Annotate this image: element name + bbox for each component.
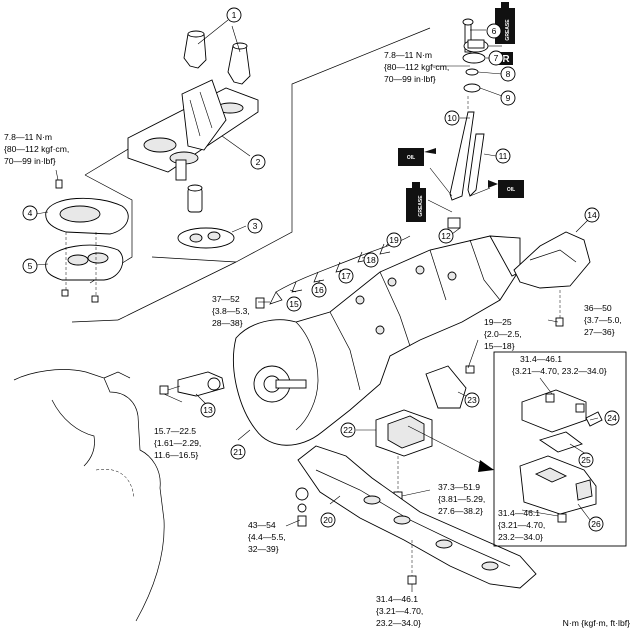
transmission-body [233, 235, 521, 446]
callout-9: 9 [500, 90, 516, 106]
svg-text:15: 15 [289, 299, 299, 309]
torque-spec-37: 37—52 {3.8—5.3, 28—38} [212, 294, 252, 328]
callout-23: 23 [464, 392, 480, 408]
transmission-mount [375, 409, 433, 501]
svg-text:23: 23 [467, 395, 477, 405]
svg-text:21: 21 [233, 447, 243, 457]
callout-24: 24 [604, 410, 620, 426]
grease-label-left: GREASE [418, 195, 424, 217]
svg-text:11: 11 [499, 151, 508, 161]
mount-bracket [255, 297, 475, 409]
torque-specs: 7.8—11 N·m {80—112 kgf·cm, 70—99 in·lbf}… [4, 50, 624, 628]
oil-can-right: OIL [488, 180, 524, 198]
callout-19: 19 [386, 232, 402, 248]
callout-16: 16 [311, 282, 327, 298]
clutch-release-cylinder [159, 371, 225, 397]
svg-text:4: 4 [28, 208, 33, 218]
svg-text:1: 1 [232, 10, 237, 20]
callout-10: 10 [444, 110, 460, 126]
svg-text:20: 20 [323, 515, 333, 525]
callout-20: 20 [320, 512, 336, 528]
callout-22: 22 [340, 422, 356, 438]
callout-1: 1 [226, 7, 242, 23]
svg-text:7: 7 [494, 53, 499, 63]
svg-text:9: 9 [506, 93, 511, 103]
torque-spec-37-3: 37.3—51.9 {3.81—5.29, 27.6—38.2} [438, 482, 488, 516]
oil-label-left: OIL [407, 155, 415, 161]
inset-detail [407, 351, 627, 547]
callout-2: 2 [250, 154, 266, 170]
engine-outline [13, 369, 165, 622]
torque-spec-36: 36—50 {3.7—5.0, 27—36} [584, 303, 624, 337]
r-badge-label: R [502, 54, 510, 65]
bushing-and-plate [177, 184, 235, 249]
svg-text:12: 12 [441, 231, 451, 241]
svg-text:16: 16 [314, 285, 324, 295]
callout-3: 3 [247, 218, 263, 234]
svg-text:3: 3 [253, 221, 258, 231]
svg-text:18: 18 [366, 255, 376, 265]
shift-knobs [183, 30, 251, 85]
oil-can-left: OIL [398, 148, 436, 166]
callout-25: 25 [578, 452, 594, 468]
callout-5: 5 [22, 258, 38, 274]
callout-8: 8 [500, 66, 516, 82]
svg-text:2: 2 [256, 157, 261, 167]
callouts: 1 2 3 4 5 6 7 8 9 10 11 12 13 14 15 16 1… [22, 7, 620, 532]
callout-21: 21 [230, 444, 246, 460]
svg-text:17: 17 [341, 271, 351, 281]
svg-text:14: 14 [587, 210, 597, 220]
torque-spec-top: 7.8—11 N·m {80—112 kgf·cm, 70—99 in·lbf} [384, 50, 452, 84]
callout-26: 26 [588, 516, 604, 532]
torque-spec-31-4-bottom: 31.4—46.1 {3.21—4.70, 23.2—34.0} [376, 594, 426, 628]
callout-18: 18 [363, 252, 379, 268]
torque-spec-31-4-inset-bottom: 31.4—46.1 {3.21—4.70, 23.2—34.0} [498, 508, 548, 542]
callout-17: 17 [338, 268, 354, 284]
callout-13: 13 [200, 402, 216, 418]
torque-spec-43: 43—54 {4.4—5.5, 32—39} [248, 520, 288, 554]
crossmember [295, 445, 537, 589]
gasket-and-insulator [45, 179, 129, 303]
svg-text:5: 5 [28, 261, 33, 271]
svg-text:25: 25 [581, 455, 591, 465]
svg-text:10: 10 [447, 113, 457, 123]
svg-text:6: 6 [492, 26, 497, 36]
grease-can-left: GREASE [406, 182, 426, 222]
heat-shield [513, 231, 591, 327]
torque-spec-31-4-inset-top: 31.4—46.1 {3.21—4.70, 23.2—34.0} [512, 354, 607, 376]
callout-14: 14 [584, 207, 600, 223]
oil-label-right: OIL [507, 187, 515, 193]
torque-spec-19: 19—25 {2.0—2.5, 15—18} [484, 317, 524, 351]
shift-console [127, 79, 259, 181]
svg-text:26: 26 [591, 519, 601, 529]
callout-7-label: 7 [488, 50, 504, 66]
units-note: N·m {kgf·m, ft·lbf} [563, 618, 630, 628]
leader-lines [35, 19, 599, 592]
shift-lever-assembly [447, 18, 489, 229]
svg-text:13: 13 [203, 405, 213, 415]
callout-4: 4 [22, 205, 38, 221]
torque-spec-15-7: 15.7—22.5 {1.61—2.29, 11.6—16.5} [154, 426, 204, 460]
grease-can-top: GREASE [495, 2, 515, 44]
grease-label: GREASE [505, 19, 511, 41]
callout-11: 11 [495, 148, 511, 164]
svg-text:22: 22 [343, 425, 353, 435]
svg-text:8: 8 [506, 69, 511, 79]
svg-text:19: 19 [389, 235, 399, 245]
torque-spec-left: 7.8—11 N·m {80—112 kgf·cm, 70—99 in·lbf} [4, 132, 72, 166]
callout-15: 15 [286, 296, 302, 312]
svg-text:24: 24 [607, 413, 617, 423]
callout-12: 12 [438, 228, 454, 244]
callout-6: 6 [486, 23, 502, 39]
